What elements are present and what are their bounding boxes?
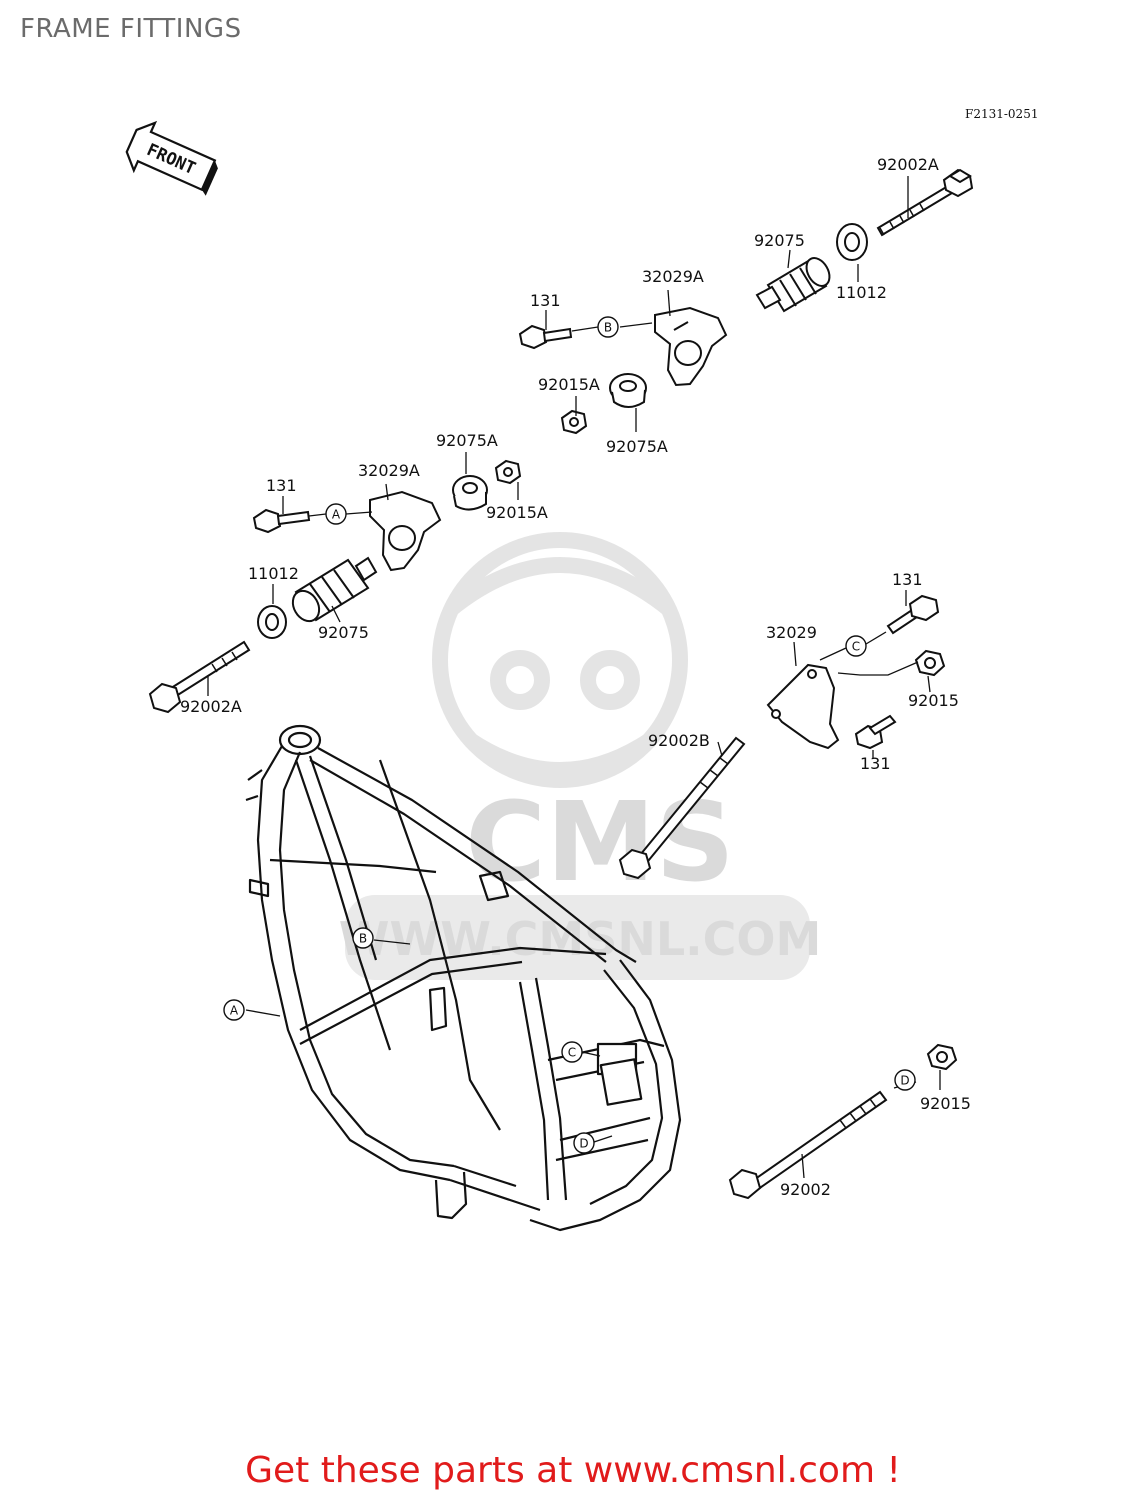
watermark-badge xyxy=(345,895,810,980)
ref-marker-b-frame-letter: B xyxy=(359,932,367,946)
ref-marker-b-frame: B xyxy=(352,927,374,949)
callout-11012-left[interactable]: 11012 xyxy=(248,564,299,583)
bolt-131-lower xyxy=(854,714,897,750)
page-title: FRAME FITTINGS xyxy=(20,14,242,44)
callout-92075A-right[interactable]: 92075A xyxy=(606,437,668,456)
ref-marker-a-top-letter: A xyxy=(332,508,341,522)
watermark-mascot xyxy=(432,532,688,788)
ref-marker-d-frame-letter: D xyxy=(579,1137,588,1151)
nut-92015-d xyxy=(926,1043,958,1071)
damper-92075-top xyxy=(755,257,831,313)
callout-92002B[interactable]: 92002B xyxy=(648,731,710,750)
plate-32029 xyxy=(766,663,840,750)
callout-131-c[interactable]: 131 xyxy=(892,570,923,589)
ref-marker-d-right: D xyxy=(894,1069,916,1091)
callout-92002[interactable]: 92002 xyxy=(780,1180,831,1199)
ref-marker-a-top: A xyxy=(325,503,347,525)
motorcycle-frame xyxy=(245,724,682,1232)
nut-92015-c xyxy=(914,649,946,677)
ref-marker-c-frame-letter: C xyxy=(568,1046,576,1060)
callout-32029A-top[interactable]: 32029A xyxy=(642,267,704,286)
callout-92002A-left[interactable]: 92002A xyxy=(180,697,242,716)
ref-marker-c-top-letter: C xyxy=(852,640,860,654)
part-callouts: 92002A 92075 11012 32029A 131 92015A 920… xyxy=(180,155,971,1199)
callout-11012-top[interactable]: 11012 xyxy=(836,283,887,302)
bolt-92002 xyxy=(728,1090,888,1200)
ref-marker-b-top-letter: B xyxy=(604,321,612,335)
front-arrow-icon: FRONT xyxy=(125,120,218,196)
callout-92015-c[interactable]: 92015 xyxy=(908,691,959,710)
nut-92015A-mid xyxy=(560,409,588,435)
callout-92015-d[interactable]: 92015 xyxy=(920,1094,971,1113)
callout-92002A-top[interactable]: 92002A xyxy=(877,155,939,174)
nut-92015A-left xyxy=(494,459,522,485)
damper-92075A-left xyxy=(452,475,488,511)
bracket-32029A-left xyxy=(369,490,442,572)
diagram-code: F2131-0251 xyxy=(965,107,1038,121)
ref-marker-d-frame: D xyxy=(573,1132,595,1154)
collar-11012-top xyxy=(836,223,868,261)
footer-link[interactable]: Get these parts at www.cmsnl.com ! xyxy=(245,1450,901,1491)
ref-marker-a-frame: A xyxy=(223,999,245,1021)
ref-marker-c-frame: C xyxy=(561,1041,583,1063)
bracket-32029A-top xyxy=(654,306,728,387)
watermark: CMS WWW.CMSNL.COM xyxy=(339,532,821,980)
bolt-92002A-left xyxy=(148,640,251,714)
callout-131-top[interactable]: 131 xyxy=(530,291,561,310)
ref-marker-d-right-letter: D xyxy=(900,1074,909,1088)
callout-131-left[interactable]: 131 xyxy=(266,476,297,495)
damper-92075-left xyxy=(291,556,378,623)
callout-131-lower[interactable]: 131 xyxy=(860,754,891,773)
bolt-131-c xyxy=(886,594,940,635)
callout-92075-top[interactable]: 92075 xyxy=(754,231,805,250)
bolt-131-top xyxy=(518,324,573,350)
bolt-92002B xyxy=(618,736,746,880)
callout-92015A-left[interactable]: 92015A xyxy=(486,503,548,522)
collar-11012-left xyxy=(257,605,287,639)
callout-92015A-mid[interactable]: 92015A xyxy=(538,375,600,394)
callout-92075A-left[interactable]: 92075A xyxy=(436,431,498,450)
callout-32029A-left[interactable]: 32029A xyxy=(358,461,420,480)
damper-92075A-right xyxy=(609,373,647,408)
ref-marker-b-top: B xyxy=(597,316,619,338)
callout-32029[interactable]: 32029 xyxy=(766,623,817,642)
callout-92075-left[interactable]: 92075 xyxy=(318,623,369,642)
ref-marker-c-top: C xyxy=(845,635,867,657)
bolt-92002A-top xyxy=(876,168,974,237)
bolt-131-left xyxy=(252,508,311,534)
ref-marker-a-frame-letter: A xyxy=(230,1004,239,1018)
